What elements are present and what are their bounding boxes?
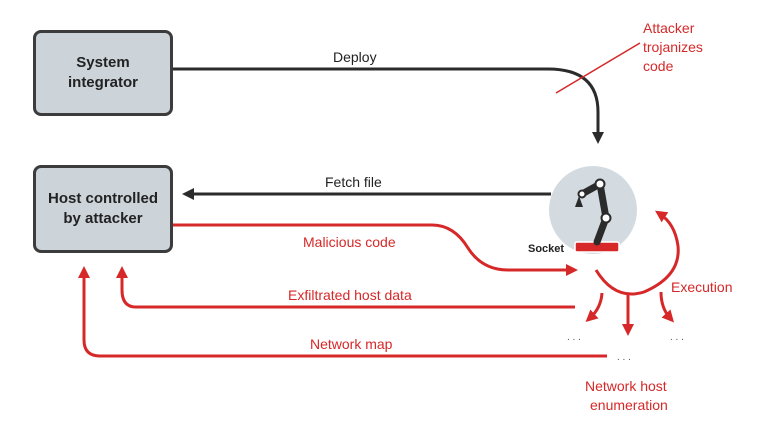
attacker-annotation-line-3: code <box>643 58 674 74</box>
attacker-host-line-1: Host controlled <box>47 190 158 207</box>
fetch-file-label: Fetch file <box>325 174 382 190</box>
socket-label: Socket <box>528 243 564 255</box>
execution-label: Execution <box>671 279 732 295</box>
ellipsis-right: . . . <box>670 332 684 343</box>
exfiltrated-label: Exfiltrated host data <box>288 287 412 303</box>
attacker-host-node: Host controlled by attacker <box>33 165 173 253</box>
system-integrator-node: System integrator <box>33 30 173 116</box>
robot-arm-icon <box>549 166 637 254</box>
enumeration-label-line-2: enumeration <box>590 397 668 413</box>
ellipsis-center: . . . <box>617 352 631 363</box>
enum-arrow-left <box>585 292 604 323</box>
attacker-annotation-line-1: Attacker <box>643 20 695 36</box>
network-map-label: Network map <box>310 336 393 352</box>
system-integrator-line-1: System <box>76 54 130 71</box>
deploy-label: Deploy <box>333 49 377 65</box>
malicious-code-label: Malicious code <box>303 234 396 250</box>
system-integrator-line-2: integrator <box>67 74 138 91</box>
exfiltrated-arrow <box>116 266 575 309</box>
attacker-host-line-2: by attacker <box>63 210 143 227</box>
enumeration-label-line-1: Network host <box>585 378 667 394</box>
network-map-arrow <box>78 266 607 358</box>
attacker-annotation-line-2: trojanizes <box>643 39 703 55</box>
attacker-pointer <box>555 42 641 94</box>
deploy-arrow <box>173 67 604 144</box>
ellipsis-left: . . . <box>567 332 581 343</box>
execution-loop <box>594 210 680 296</box>
enum-arrow-right <box>659 291 675 323</box>
malicious-code-arrow <box>173 223 578 276</box>
